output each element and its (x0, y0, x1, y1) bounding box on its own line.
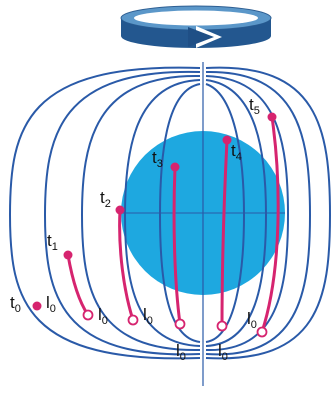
label-t2: t2 (100, 188, 111, 210)
trajectory-5 (260, 115, 280, 334)
trajectory-2 (118, 208, 135, 322)
label-l0-c: l0 (143, 305, 153, 327)
point-t4 (222, 135, 232, 145)
label-l0-d: l0 (176, 341, 186, 363)
trajectory-4 (220, 138, 229, 328)
endpoint-2 (127, 314, 139, 326)
start-points (32, 112, 277, 311)
endpoint-1 (82, 309, 94, 321)
label-l0-e: l0 (218, 341, 228, 363)
label-l0-a: l0 (46, 293, 56, 315)
label-l0-b: l0 (98, 305, 108, 327)
point-t3 (170, 162, 180, 172)
rotation-arrow-icon (120, 5, 272, 48)
point-t1 (63, 250, 73, 260)
label-t0: t0 (10, 293, 21, 315)
label-t1: t1 (47, 231, 58, 253)
field-lines-right (205, 66, 332, 360)
label-t4: t4 (231, 141, 242, 163)
endpoint-3 (174, 318, 186, 330)
endpoint-4 (216, 320, 228, 332)
point-t5 (267, 112, 277, 122)
end-points (82, 309, 268, 338)
label-t3: t3 (152, 148, 163, 170)
endpoint-5 (256, 326, 268, 338)
point-t2 (115, 205, 125, 215)
label-l0-f: l0 (247, 309, 257, 331)
trajectories (66, 115, 280, 334)
trajectory-3 (172, 165, 182, 326)
label-t5: t5 (249, 95, 260, 117)
point-t0 (32, 301, 42, 311)
